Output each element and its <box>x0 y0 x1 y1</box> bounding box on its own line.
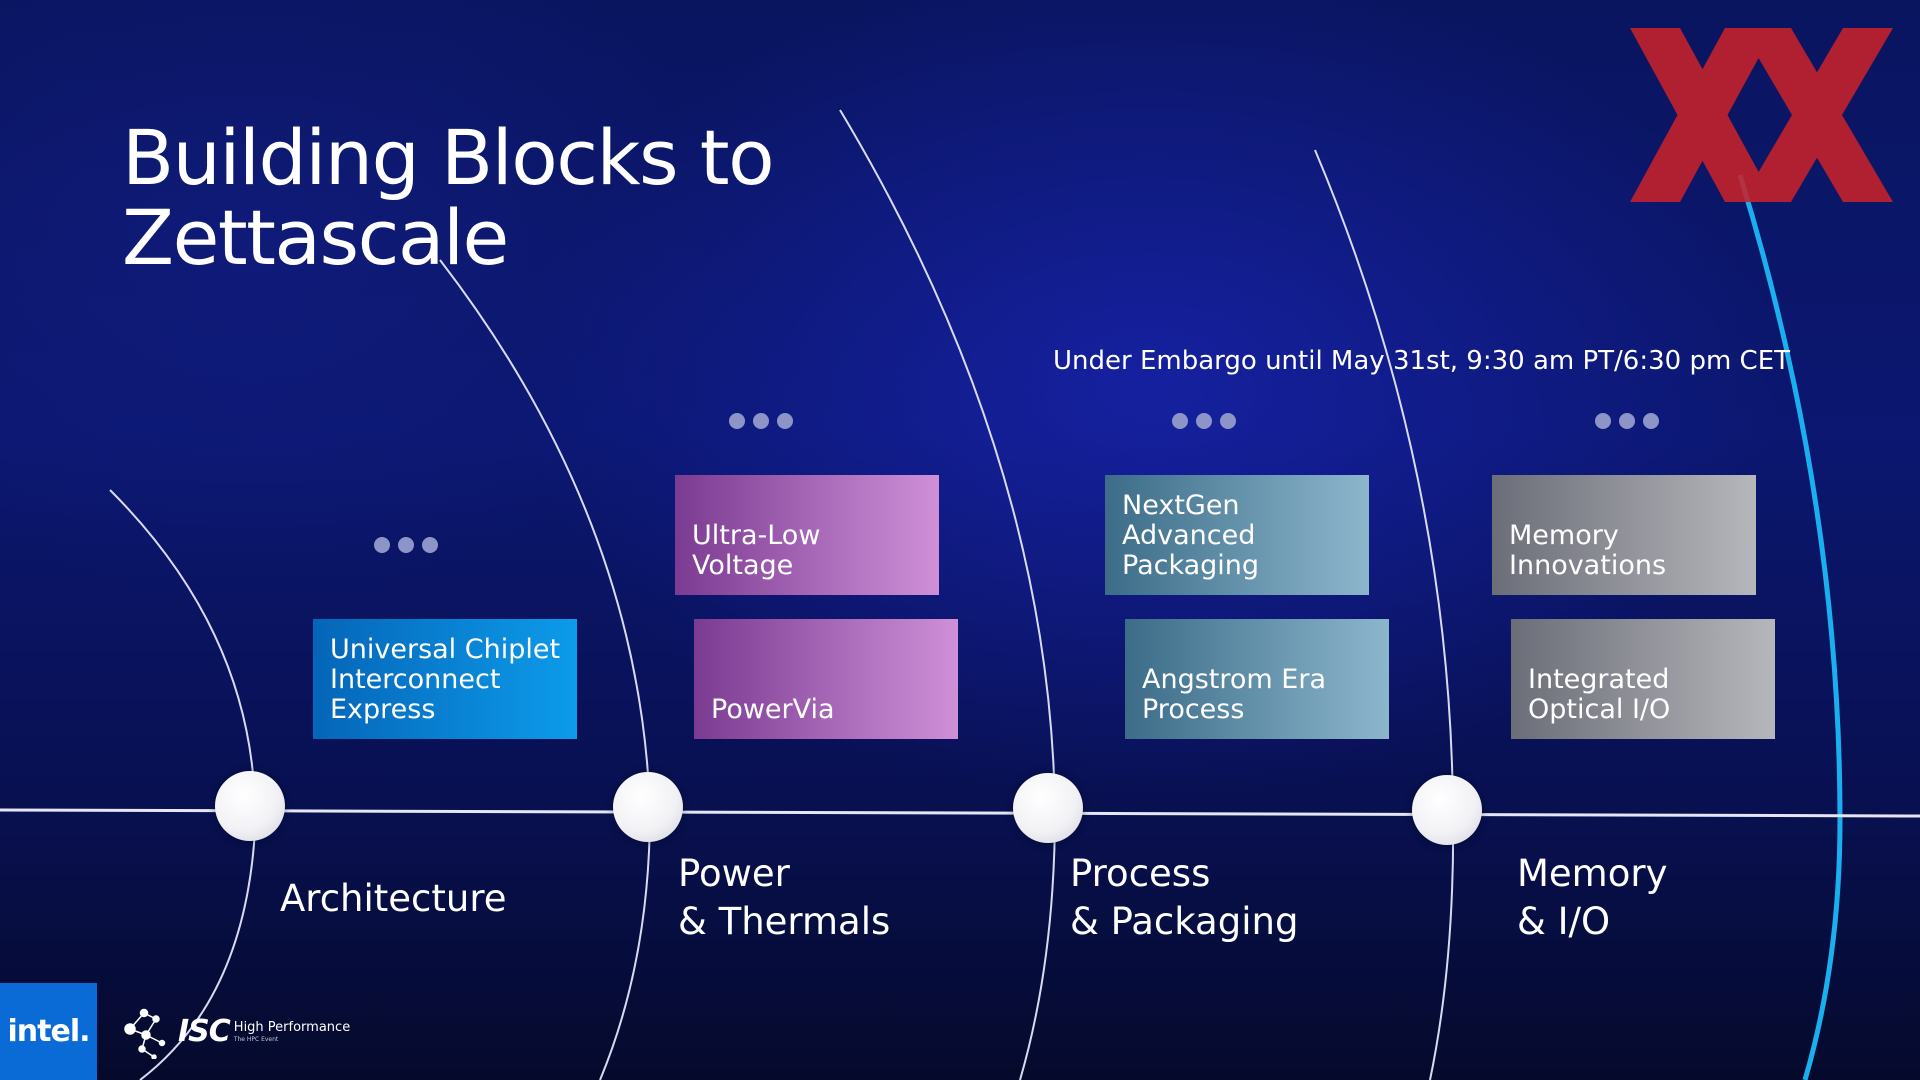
more-dots-icon <box>729 413 793 429</box>
card-nextgen-packaging: NextGen Advanced Packaging <box>1105 475 1369 595</box>
card-label: Universal Chiplet Interconnect Express <box>330 634 561 725</box>
timeline-node-power <box>613 772 683 842</box>
card-label: Integrated Optical I/O <box>1528 664 1671 725</box>
card-label: Ultra-Low Voltage <box>692 520 821 581</box>
timeline-node-process <box>1013 773 1083 843</box>
card-powervia: PowerVia <box>694 619 958 739</box>
card-ultra-low-voltage: Ultra-Low Voltage <box>675 475 939 595</box>
watermark-logo <box>1630 28 1893 202</box>
card-label: Memory Innovations <box>1509 520 1667 581</box>
timeline-line <box>0 808 1920 818</box>
more-dots-icon <box>1595 413 1659 429</box>
arc-4 <box>1314 149 1455 1080</box>
slide-title: Building Blocks to Zettascale <box>122 113 775 282</box>
more-dots-icon <box>374 537 438 553</box>
stage-label-power: Power & Thermals <box>678 852 891 943</box>
card-label: PowerVia <box>711 694 835 725</box>
card-optical-io: Integrated Optical I/O <box>1511 619 1775 739</box>
isc-tagline: High Performance <box>233 1019 351 1035</box>
card-angstrom-process: Angstrom Era Process <box>1125 619 1389 739</box>
card-label: Angstrom Era Process <box>1142 664 1326 725</box>
card-label: NextGen Advanced Packaging <box>1122 490 1260 581</box>
intel-logo: intel. <box>0 983 97 1080</box>
timeline-node-memory <box>1412 775 1482 845</box>
arc-5-blue <box>1737 174 1843 1080</box>
card-universal-chiplet: Universal Chiplet Interconnect Express <box>313 619 577 739</box>
arc-2 <box>439 259 652 1080</box>
isc-subtagline: The HPC Event <box>233 1035 279 1043</box>
isc-logo: ISC High Performance The HPC Event <box>122 1003 350 1059</box>
intel-logo-text: intel. <box>7 1014 90 1049</box>
isc-network-icon <box>124 1008 166 1059</box>
timeline-node-architecture <box>215 771 285 841</box>
embargo-notice: Under Embargo until May 31st, 9:30 am PT… <box>1053 346 1791 376</box>
stage-label-architecture: Architecture <box>280 877 507 920</box>
stage-label-process: Process & Packaging <box>1070 852 1299 943</box>
arc-3 <box>839 109 1057 1080</box>
more-dots-icon <box>1172 413 1236 429</box>
isc-logo-text: ISC <box>178 1013 231 1049</box>
card-memory-innovations: Memory Innovations <box>1492 475 1756 595</box>
stage-label-memory: Memory & I/O <box>1517 852 1668 943</box>
